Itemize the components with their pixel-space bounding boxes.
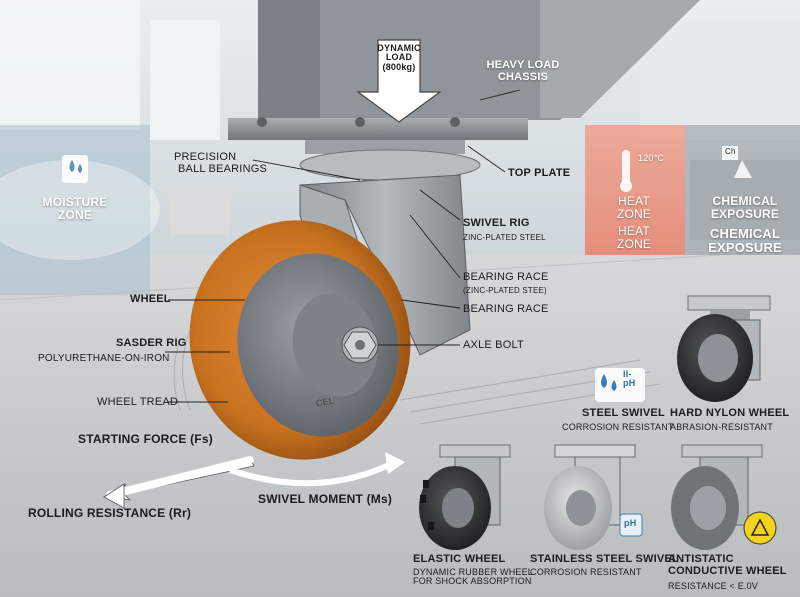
axle-bolt-label: AXLE BOLT [463,339,524,351]
sasder-rig-label: SASDER RIG [116,337,187,349]
heat1-line-2: ZONE [616,206,652,221]
antistatic-title-line-1: ANTISTATIC [668,553,734,565]
swivel-rig-sub: ZINC-PLATED STEEL [463,233,546,242]
heat-temperature: 120°C [638,153,665,163]
starting-force-label: STARTING FORCE (Fs) [78,432,213,446]
chemical-exposure-label-2: CHEMICAL EXPOSURE [700,227,790,254]
bearings-line-1: PRECISION [174,151,237,163]
sasder-rig-sub: POLYURETHANE-ON-IRON [38,353,170,364]
dynamic-load-line-2: LOAD [385,52,413,63]
dynamic-load-line-3: (800kg) [382,61,416,72]
dynamic-load-label: DYNAMIC LOAD (800kg) [372,43,426,72]
hard-nylon-title: HARD NYLON WHEEL [670,407,790,419]
ph-badge-1-line-2: pH [623,378,636,389]
ph-badge-1-line-1: II- [623,369,632,379]
ph-badge-2: pH [624,518,637,528]
chem2-line-2: EXPOSURE [708,239,782,255]
chassis-line-1: HEAVY LOAD [486,59,560,71]
heavy-load-chassis-label: HEAVY LOAD CHASSIS [478,59,568,83]
steel-swivel-title: STEEL SWIVEL [582,407,665,419]
chem1-line-1: CHEMICAL [712,194,778,208]
antistatic-title: ANTISTATIC CONDUCTIVE WHEEL [668,553,787,577]
heat2-line-1: HEAT [618,224,650,238]
antistatic-sub: RESISTANCE < E.0V [668,581,759,591]
top-plate-label: TOP PLATE [508,167,571,179]
swivel-moment-label: SWIVEL MOMENT (Ms) [258,492,393,506]
bearing-race-label-1: BEARING RACE [463,271,549,283]
steel-swivel-sub: CORROSION RESISTANT [562,422,674,432]
heat2-line-2: ZONE [616,236,652,251]
moisture-line-1: MOISTURE [42,195,108,209]
chemical-badge: Ch [725,147,736,156]
chem1-line-2: EXPOSURE [710,206,780,221]
elastic-title: ELASTIC WHEEL [413,553,506,565]
moisture-zone-label: MOISTURE ZONE [30,196,120,221]
heat-zone-label-2: HEAT ZONE [604,225,664,250]
chassis-line-2: CHASSIS [497,70,549,83]
elastic-sub: DYNAMIC RUBBER WHEEL FOR SHOCK ABSORPTIO… [413,567,534,587]
bearings-line-2: BALL BEARINGS [178,162,268,175]
rolling-resistance-label: ROLLING RESISTANCE (Rr) [28,506,192,520]
moisture-line-2: ZONE [57,207,93,222]
wheel-label: WHEEL [130,293,171,305]
antistatic-title-line-2: CONDUCTIVE WHEEL [668,564,787,577]
ph-badge-1: II- pH [623,369,636,389]
precision-bearings-label: PRECISION BALL BEARINGS [174,151,268,175]
chemical-exposure-label-1: CHEMICAL EXPOSURE [700,195,790,220]
heat-zone-label-1: HEAT ZONE [604,195,664,220]
bearing-race-sub: (ZINC-PLATED STEE) [463,286,547,295]
stainless-sub: CORROSION RESISTANT [530,567,642,577]
elastic-sub-line-1: DYNAMIC RUBBER WHEEL [413,567,534,577]
chem2-line-1: CHEMICAL [709,226,781,241]
elastic-sub-line-2: FOR SHOCK ABSORPTION [413,576,532,587]
hard-nylon-sub: ABRASION-RESISTANT [670,422,773,432]
dynamic-load-line-1: DYNAMIC [377,43,421,53]
heat1-line-1: HEAT [618,194,650,208]
stainless-title: STAINLESS STEEL SWIVEL [530,553,679,565]
swivel-rig-label: SWIVEL RIG [463,217,530,229]
bearing-race-label-2: BEARING RACE [463,303,549,315]
wheel-tread-label: WHEEL TREAD [97,396,179,408]
